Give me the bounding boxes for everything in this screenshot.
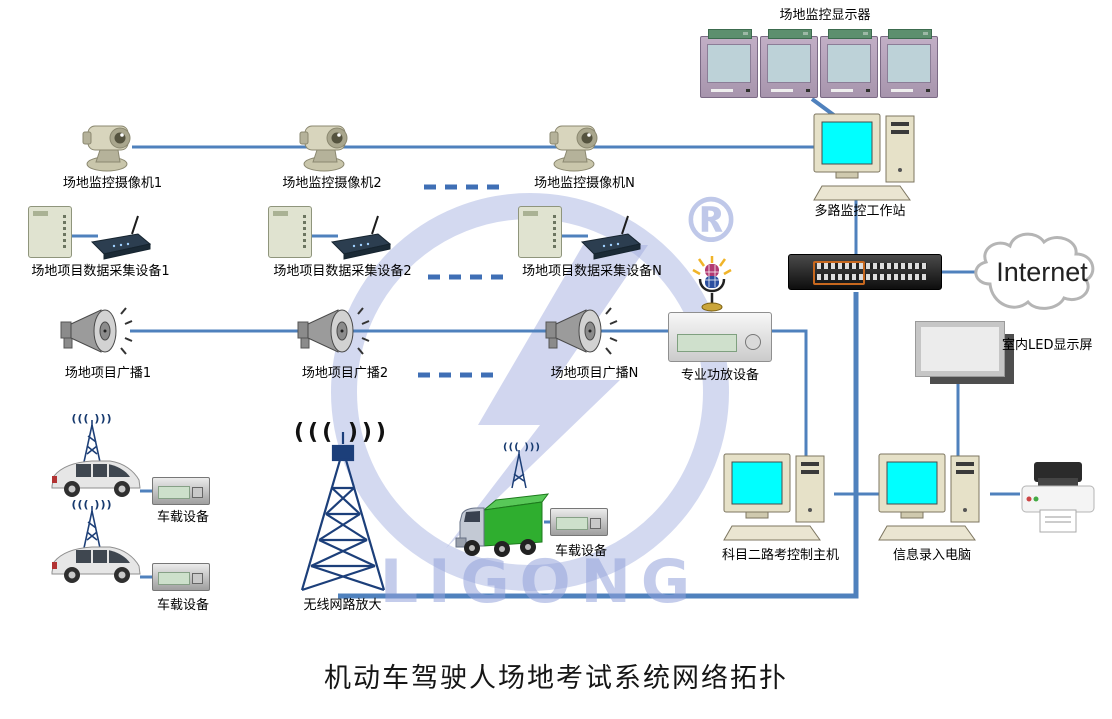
vehicle-device1-label: 车载设备 [156, 510, 209, 525]
car-antenna-icon [83, 420, 101, 463]
camera1-label: 场地监控摄像机1 [62, 176, 163, 191]
crt-monitor-icon [700, 29, 758, 98]
truck-antenna-icon [511, 450, 527, 489]
radio-waves-icon: ((( ))) [71, 412, 113, 425]
workstation-label: 多路监控工作站 [814, 204, 906, 219]
crt-base [771, 89, 793, 92]
daq-box-icon [28, 206, 72, 258]
crt-led [746, 89, 750, 92]
crt-screen [827, 44, 871, 83]
loudspeaker-icon [297, 307, 370, 355]
workstation-computer-icon [813, 113, 915, 201]
radio-waves-icon: ((( ))) [294, 420, 390, 445]
subject2-host-computer-icon [723, 453, 825, 541]
wireless-router-icon [580, 215, 642, 260]
broadcast2-label: 场地项目广播2 [301, 366, 389, 381]
test-car-icon [51, 546, 141, 583]
crt-monitor-icon [760, 29, 818, 98]
info-entry-pc-label: 信息录入电脑 [892, 548, 971, 563]
radio-waves-icon: ((( ))) [503, 442, 541, 453]
daq1-label: 场地项目数据采集设备1 [31, 264, 170, 279]
internet-cloud-icon [974, 232, 1095, 310]
ptz-camera-icon [82, 125, 131, 172]
crt-monitor-icon [880, 29, 938, 98]
crt-top-bar [708, 29, 752, 39]
broadcastN-label: 场地项目广播N [550, 366, 639, 381]
broadcast1-label: 场地项目广播1 [64, 366, 152, 381]
vehicle-device-icon [152, 477, 210, 505]
led-screen-icon [915, 321, 1005, 377]
ptz-camera-icon [299, 125, 348, 172]
info-entry-computer-icon [878, 453, 980, 541]
loudspeaker-icon [60, 307, 133, 355]
vehicle-device-icon [550, 508, 608, 536]
truck-icon [455, 493, 550, 557]
vehicle-device3-label: 车载设备 [554, 544, 607, 559]
monitor-wall-label: 场地监控显示器 [779, 8, 871, 23]
crt-monitor-icon [820, 29, 878, 98]
diagram-title: 机动车驾驶人场地考试系统网络拓扑 [324, 663, 788, 694]
crt-top-bar [888, 29, 932, 39]
subject2-host-label: 科目二路考控制主机 [721, 548, 839, 563]
crt-base [891, 89, 913, 92]
car-antenna-icon [83, 506, 101, 549]
vehicle-device-icon [152, 563, 210, 591]
amplifier-label: 专业功放设备 [680, 368, 759, 383]
daq-box-icon [268, 206, 312, 258]
daq2-label: 场地项目数据采集设备2 [273, 264, 412, 279]
switch-port-group [813, 261, 865, 285]
camera2-label: 场地监控摄像机2 [282, 176, 382, 191]
crt-base [711, 89, 733, 92]
crt-base [831, 89, 853, 92]
wire-amplifier-to-host [768, 329, 808, 462]
amplifier-icon [668, 312, 772, 362]
daqN-label: 场地项目数据采集设备N [522, 264, 662, 279]
printer-icon [1021, 462, 1095, 533]
loudspeaker-icon [545, 307, 618, 355]
crt-led [866, 89, 870, 92]
radio-tower-icon [300, 432, 386, 592]
watermark-text: LIGONG [379, 547, 701, 617]
radio-waves-icon: ((( ))) [71, 498, 113, 511]
network-switch-icon [788, 254, 942, 290]
wireless-router-icon [330, 215, 392, 260]
vehicle-device2-label: 车载设备 [156, 598, 209, 613]
crt-screen [887, 44, 931, 83]
crt-led [926, 89, 930, 92]
switch-ports [817, 274, 927, 280]
daq-box-icon [518, 206, 562, 258]
switch-ports [817, 263, 927, 269]
test-car-icon [51, 460, 141, 497]
crt-top-bar [828, 29, 872, 39]
led-screen-label: 室内LED显示屏 [1002, 338, 1093, 353]
crt-screen [707, 44, 751, 83]
microphone-icon [692, 256, 732, 312]
crt-top-bar [768, 29, 812, 39]
crt-led [806, 89, 810, 92]
crt-screen [767, 44, 811, 83]
cameraN-label: 场地监控摄像机N [534, 176, 635, 191]
internet-label: Internet [996, 257, 1088, 287]
ptz-camera-icon [549, 125, 598, 172]
wire-switch-backbone [338, 292, 859, 599]
wireless-router-icon [90, 215, 152, 260]
registered-trademark-icon: ® [680, 184, 742, 257]
wireless-tower-label: 无线网路放大 [303, 598, 382, 613]
